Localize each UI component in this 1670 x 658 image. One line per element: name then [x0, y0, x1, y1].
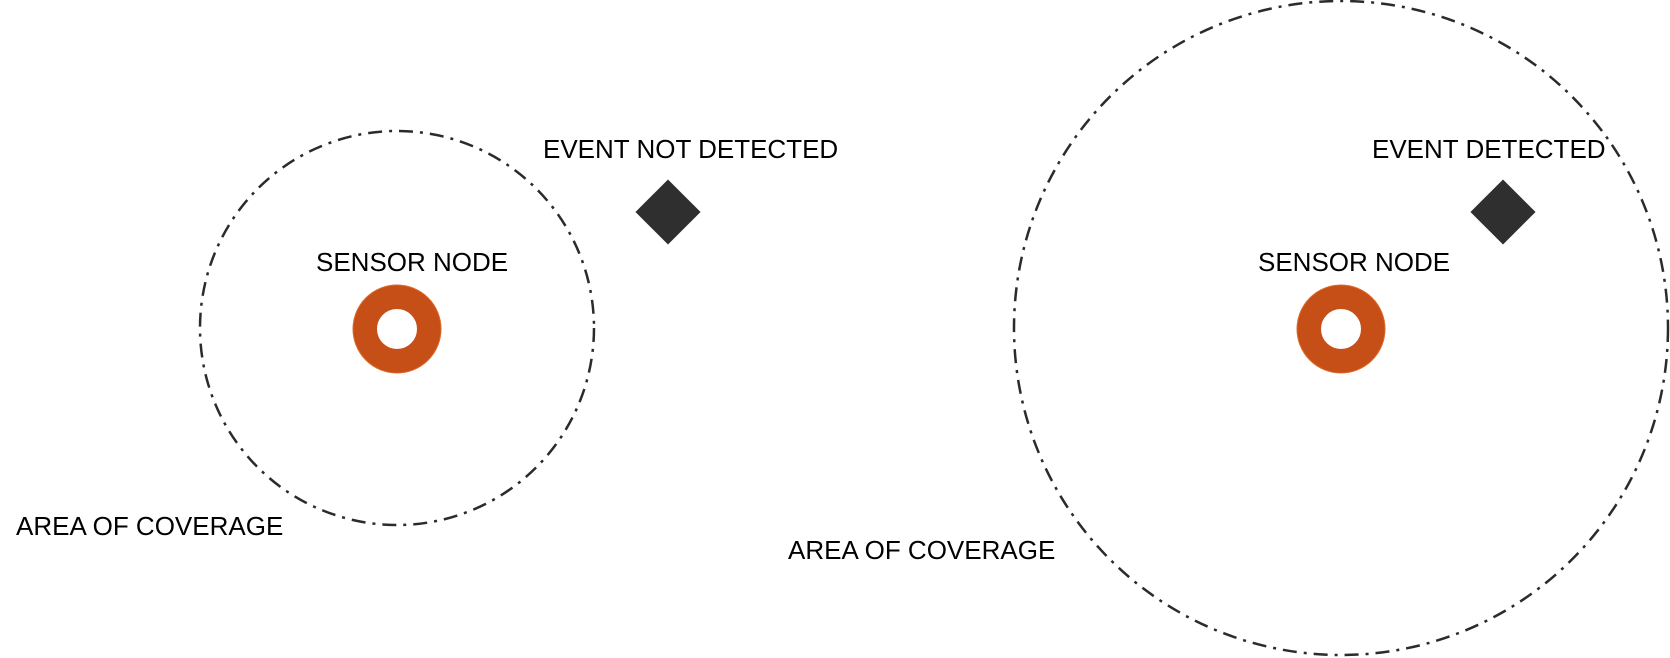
coverage-area-circle	[198, 129, 596, 527]
sensor-node-ring-icon	[353, 285, 441, 373]
event-label: EVENT DETECTED	[1372, 134, 1606, 164]
event-diamond-icon	[1470, 179, 1536, 245]
sensor-node-ring-outline	[352, 284, 442, 374]
sensor-node-ring-outline	[1296, 284, 1386, 374]
coverage-label: AREA OF COVERAGE	[788, 535, 1056, 565]
coverage-label: AREA OF COVERAGE	[16, 511, 284, 541]
scenario-detected	[1012, 0, 1670, 657]
sensor-node-ring-icon	[1297, 285, 1385, 373]
coverage-area-circle	[1012, 0, 1670, 657]
event-diamond-icon	[635, 179, 701, 245]
sensor-node-label: SENSOR NODE	[1258, 247, 1451, 277]
sensor-node-label: SENSOR NODE	[316, 247, 509, 277]
scenario-not-detected	[198, 129, 701, 527]
event-label: EVENT NOT DETECTED	[543, 134, 839, 164]
